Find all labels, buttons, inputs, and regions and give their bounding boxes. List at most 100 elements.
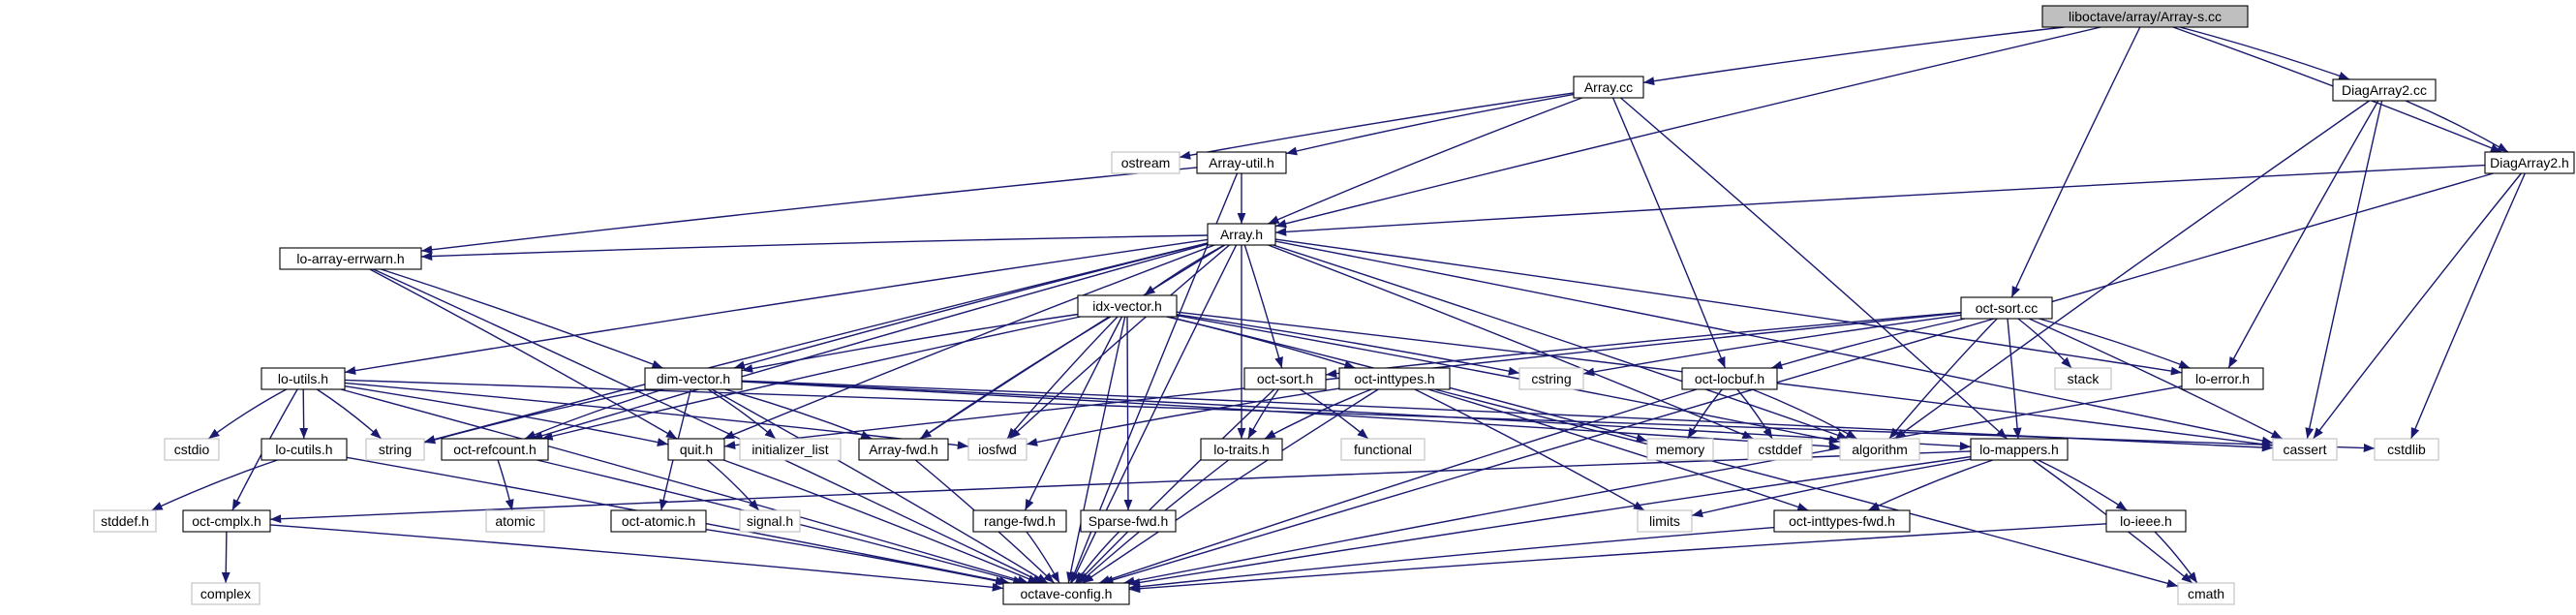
node-diagarray2-h[interactable]: DiagArray2.h <box>2484 151 2575 174</box>
edge-oct_inttypes_h-to-lo_traits_h <box>1264 388 1372 440</box>
edge-idx_vector_h-to-range_fwd_h <box>1024 316 1123 511</box>
node-oct-sort-cc[interactable]: oct-sort.cc <box>1960 296 2053 320</box>
node-label: cmath <box>2188 586 2224 601</box>
edge-idx_vector_h-to-oct_refcount_h <box>541 316 1081 441</box>
node-quit-h[interactable]: quit.h <box>667 438 725 461</box>
node-lo-error-h[interactable]: lo-error.h <box>2181 367 2264 390</box>
node-box <box>1080 509 1177 533</box>
node-label: limits <box>1649 513 1680 529</box>
edge-dim_vector_h-to-cassert <box>741 380 2274 452</box>
edge-quit_h-to-octave_config_h <box>722 459 1040 584</box>
edge-dim_vector_h-to-oct_refcount_h <box>524 388 664 440</box>
node-atomic: atomic <box>485 509 545 533</box>
edge-array_cc-to-lo_mappers_h <box>1620 97 2008 440</box>
node-box <box>191 582 261 605</box>
node-oct-inttypes-fwd-h[interactable]: oct-inttypes-fwd.h <box>1773 509 1911 533</box>
node-label: iosfwd <box>978 442 1017 457</box>
node-array-cc[interactable]: Array.cc <box>1573 76 1644 99</box>
edge-oct_sort_cc-to-lo_error_h <box>2039 318 2191 369</box>
node-box <box>2484 151 2575 174</box>
node-diagarray2-cc[interactable]: DiagArray2.cc <box>2332 78 2437 102</box>
edge-oct_inttypes_fwd_h-to-octave_config_h <box>1128 526 1775 592</box>
node-box <box>441 438 549 461</box>
node-oct-refcount-h[interactable]: oct-refcount.h <box>441 438 549 461</box>
node-sparse-fwd-h[interactable]: Sparse-fwd.h <box>1080 509 1177 533</box>
node-label: lo-traits.h <box>1213 442 1270 457</box>
edge-dim_vector_h-to-lo_mappers_h <box>741 381 1972 451</box>
node-oct-locbuf-h[interactable]: oct-locbuf.h <box>1681 367 1778 390</box>
node-label: octave-config.h <box>1021 586 1113 601</box>
edge-diagarray2_cc-to-lo_error_h <box>2227 100 2379 369</box>
node-root[interactable]: liboctave/array/Array-s.cc <box>2041 5 2249 28</box>
node-label: cstdlib <box>2387 442 2426 457</box>
node-oct-sort-h[interactable]: oct-sort.h <box>1243 367 1327 390</box>
node-box <box>1573 76 1644 99</box>
node-label: lo-array-errwarn.h <box>296 251 404 266</box>
edge-oct_sort_cc-to-algorithm <box>1888 318 1998 440</box>
node-oct-cmplx-h[interactable]: oct-cmplx.h <box>182 509 271 533</box>
edge-lo_mappers_h-to-oct_cmplx_h <box>269 450 1972 524</box>
edge-idx_vector_h-to-cstring <box>1176 314 1520 376</box>
edge-lo_utils_h-to-cstdio <box>207 388 288 440</box>
node-ostream: ostream <box>1111 151 1181 174</box>
edge-diagarray2_cc-to-diagarray2_h <box>2405 100 2509 153</box>
node-oct-inttypes-h[interactable]: oct-inttypes.h <box>1338 367 1451 390</box>
node-label: initializer_list <box>751 442 828 457</box>
edge-diagarray2_h-to-cassert <box>2313 172 2522 440</box>
node-label: lo-ieee.h <box>2120 513 2172 529</box>
edge-quit_h-to-signal_h <box>706 459 760 511</box>
edge-oct_locbuf_h-to-memory <box>1687 388 1723 440</box>
edge-lo_mappers_h-to-oct_inttypes_fwd_h <box>1867 459 1994 511</box>
edge-diagarray2_cc-to-cassert <box>2305 100 2383 440</box>
edge-dim_vector_h-to-octave_config_h <box>711 388 1049 584</box>
node-label: oct-atomic.h <box>622 513 695 529</box>
node-box <box>365 438 425 461</box>
node-box <box>1518 367 1584 390</box>
edge-lo_mappers_h-to-octave_config_h <box>1128 455 1972 587</box>
edge-oct_cmplx_h-to-octave_config_h <box>269 524 1004 592</box>
node-idx-vector-h[interactable]: idx-vector.h <box>1077 294 1178 318</box>
node-array-h[interactable]: Array.h <box>1207 223 1276 246</box>
node-box <box>1002 582 1130 605</box>
node-string: string <box>365 438 425 461</box>
node-label: lo-utils.h <box>278 371 328 386</box>
node-algorithm: algorithm <box>1839 438 1920 461</box>
edge-lo_array_errwarn_h-to-quit_h <box>369 268 678 440</box>
node-label: cstdio <box>174 442 210 457</box>
node-box <box>1111 151 1181 174</box>
edge-root-to-diagarray2_cc <box>2179 26 2350 80</box>
edge-lo_utils_h-to-iosfwd <box>344 382 969 450</box>
node-array-fwd-h[interactable]: Array-fwd.h <box>858 438 949 461</box>
node-range-fwd-h[interactable]: range-fwd.h <box>972 509 1067 533</box>
node-array-util-h[interactable]: Array-util.h <box>1196 151 1287 174</box>
edge-array_cc-to-oct_locbuf_h <box>1611 97 1727 369</box>
node-label: stddef.h <box>101 513 149 529</box>
node-lo-array-errwarn-h[interactable]: lo-array-errwarn.h <box>279 247 422 270</box>
node-box <box>739 509 801 533</box>
node-box <box>261 438 348 461</box>
edge-lo_array_errwarn_h-to-octave_config_h <box>373 268 1044 584</box>
node-label: cstring <box>1531 371 1571 386</box>
node-lo-traits-h[interactable]: lo-traits.h <box>1200 438 1283 461</box>
node-lo-ieee-h[interactable]: lo-ieee.h <box>2105 509 2187 533</box>
node-label: ostream <box>1121 155 1171 170</box>
edge-idx_vector_h-to-sparse_fwd_h <box>1123 316 1133 511</box>
node-box <box>1077 294 1178 318</box>
node-lo-mappers-h[interactable]: lo-mappers.h <box>1970 438 2069 461</box>
edge-oct_sort_cc-to-lo_mappers_h <box>2007 318 2022 440</box>
edge-array_h-to-oct_refcount_h <box>531 243 1209 441</box>
node-oct-atomic-h[interactable]: oct-atomic.h <box>610 509 707 533</box>
edge-lo_utils_h-to-octave_config_h <box>340 388 1029 585</box>
edge-diagarray2_cc-to-algorithm <box>1893 100 2370 440</box>
edge-root-to-array_h <box>1274 26 2101 229</box>
edge-oct_inttypes_h-to-limits <box>1414 388 1645 511</box>
node-dim-vector-h[interactable]: dim-vector.h <box>644 367 743 390</box>
node-octave-config-h[interactable]: octave-config.h <box>1002 582 1130 605</box>
node-box <box>1773 509 1911 533</box>
node-lo-utils-h[interactable]: lo-utils.h <box>261 367 346 390</box>
node-cassert: cassert <box>2272 438 2338 461</box>
node-box <box>2272 438 2338 461</box>
node-lo-cutils-h[interactable]: lo-cutils.h <box>261 438 348 461</box>
node-limits: limits <box>1637 509 1693 533</box>
edge-oct_sort_h-to-lo_traits_h <box>1247 388 1279 440</box>
